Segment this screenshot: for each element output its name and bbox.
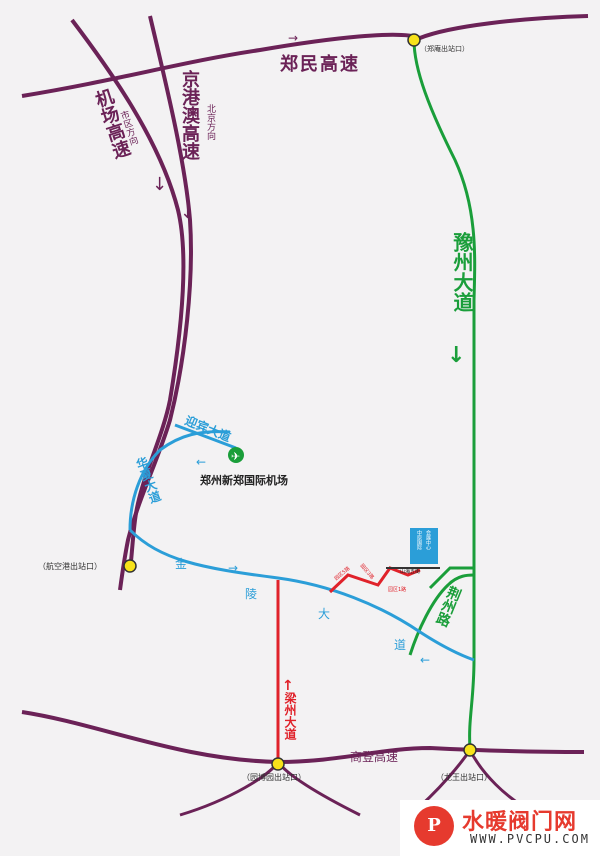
exit-zhengyan: （郑庵出站口） xyxy=(420,45,469,53)
park-road xyxy=(328,566,421,594)
arrow-liangzhou: ↑ xyxy=(282,678,294,694)
svg-text:✈: ✈ xyxy=(231,450,240,463)
center-label-2: 中原国际 xyxy=(416,530,422,550)
yingbin-avenue xyxy=(174,423,237,450)
jingzhou-road xyxy=(408,573,475,656)
arrow-blue-2: → xyxy=(228,561,238,575)
jinling-char-2: 陵 xyxy=(245,587,258,601)
airport-icon xyxy=(228,447,244,463)
airport-label: 郑州新郑国际机场 xyxy=(200,474,288,487)
exit-dot-hangkonggang xyxy=(123,559,137,573)
yuzhou-avenue xyxy=(412,39,477,749)
shangdeng-label: 商登高速 xyxy=(350,750,399,764)
park-road-label-3: 园区1路 xyxy=(388,587,407,593)
watermark-name: 水暖阀门网 xyxy=(462,810,578,835)
zhengmin-highway xyxy=(21,14,589,98)
arrow-jichang: ↓ xyxy=(152,174,167,195)
arrow-zhengmin: → xyxy=(288,31,298,45)
center-label-1: 会展中心 xyxy=(425,530,431,550)
jinling-char-4: 道 xyxy=(394,638,407,652)
arrow-jinggangao: ↓ xyxy=(180,202,195,223)
jinling-char-3: 大 xyxy=(318,607,331,621)
arrow-blue-3: ← xyxy=(420,653,430,667)
jinggangao-direction: 北京方向 xyxy=(205,104,215,140)
watermark-logo: P xyxy=(414,806,454,846)
jinggangao-label: 京港澳高速 xyxy=(179,70,200,160)
exit-dot-zhengyan xyxy=(407,33,421,47)
huaxia-avenue xyxy=(128,430,231,531)
watermark-url: WWW.PVCPU.COM xyxy=(470,832,590,846)
shanhai-label: 山海五街 xyxy=(400,569,421,575)
jinggangao-highway xyxy=(118,15,193,591)
exit-longwang: （龙王出站口） xyxy=(436,773,492,782)
watermark: P 水暖阀门网 WWW.PVCPU.COM xyxy=(400,800,600,856)
shangdeng-bottom-curve xyxy=(179,759,361,817)
jichang-highway xyxy=(70,18,186,571)
exit-yuanboyuan: （园博园出站口） xyxy=(242,773,306,782)
exit-dot-yuanboyuan xyxy=(271,757,285,771)
arrow-yuzhou: ↓ xyxy=(447,343,465,368)
yuzhou-label: 豫州大道 xyxy=(450,232,474,312)
jinling-avenue xyxy=(128,528,475,662)
jingzhou-branch xyxy=(428,566,474,590)
arrow-blue-1: ← xyxy=(196,455,206,469)
zhengmin-label: 郑民高速 xyxy=(280,54,360,75)
exhibition-center xyxy=(410,528,438,564)
liangzhou-label: 梁州大道 xyxy=(283,692,297,740)
shangdeng-highway xyxy=(21,710,585,765)
exit-dot-longwang xyxy=(463,743,477,757)
exit-hangkonggang: （航空港出站口） xyxy=(38,562,102,571)
jinling-char-1: 金 xyxy=(175,557,188,571)
